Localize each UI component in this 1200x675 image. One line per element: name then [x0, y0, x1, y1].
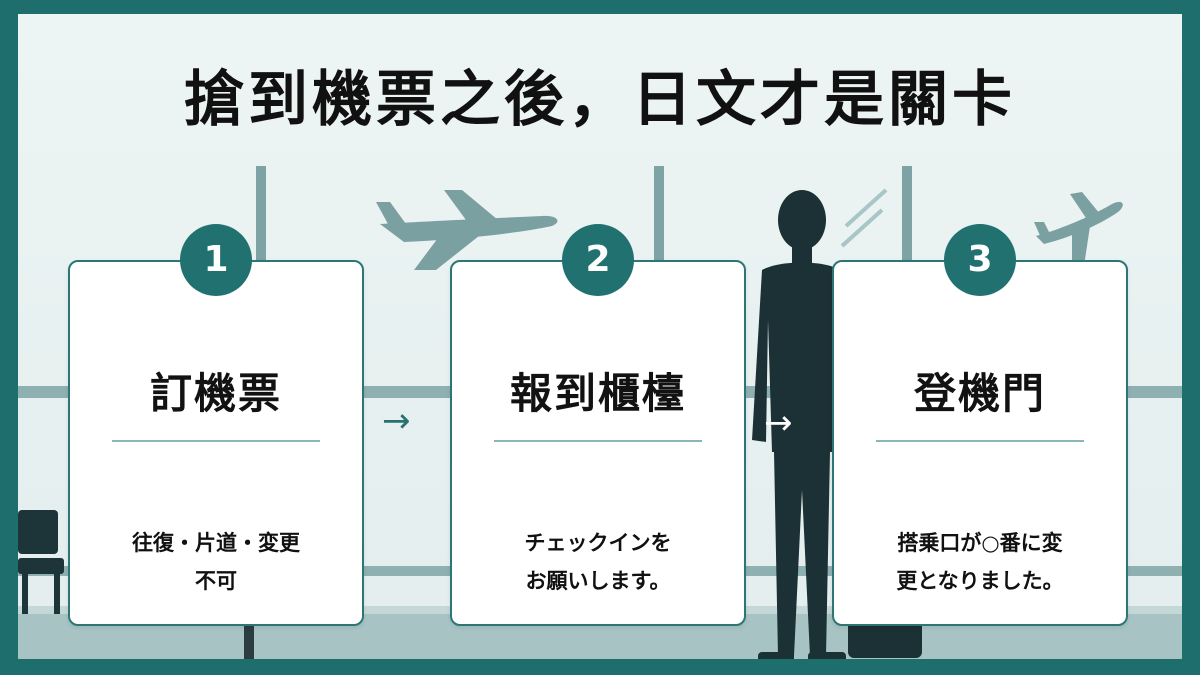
- step-description-line: 更となりました。: [896, 569, 1064, 593]
- step-title: 登機門: [913, 369, 1046, 418]
- step-description: 往復・片道・変更 不可: [90, 524, 342, 600]
- step-card-check-in: 報到櫃檯 チェックインを お願いします。: [450, 260, 746, 626]
- step-description-line: お願いします。: [525, 569, 671, 593]
- step-description: 搭乗口が○番に変 更となりました。: [854, 524, 1106, 600]
- arrow-right-icon: →: [764, 403, 793, 443]
- airport-seat-icon: [18, 510, 64, 614]
- airplane-icon: [1034, 192, 1123, 266]
- step-description: チェックインを お願いします。: [472, 524, 724, 600]
- slide-stage: 搶到機票之後，日文才是關卡 訂機票 往復・片道・変更 不可 1 →: [18, 14, 1182, 659]
- seat-leg: [244, 614, 254, 659]
- step-number-badge: 2: [562, 224, 634, 296]
- step-title: 訂機票: [149, 369, 282, 418]
- step-card-boarding-gate: 登機門 搭乗口が○番に変 更となりました。: [832, 260, 1128, 626]
- step-number-badge: 3: [944, 224, 1016, 296]
- step-description-line: 不可: [195, 569, 237, 593]
- divider: [494, 440, 702, 442]
- glass-reflection-icon: [840, 188, 888, 248]
- airplane-icon: [376, 190, 558, 270]
- page-title: 搶到機票之後，日文才是關卡: [184, 65, 1016, 135]
- arrow-right-icon: →: [382, 401, 411, 441]
- step-number-badge: 1: [180, 224, 252, 296]
- step-title: 報到櫃檯: [509, 369, 686, 418]
- step-description-line: 往復・片道・変更: [132, 531, 300, 555]
- step-card-book-ticket: 訂機票 往復・片道・変更 不可: [68, 260, 364, 626]
- person-silhouette: [752, 190, 852, 659]
- divider: [112, 440, 320, 442]
- step-description-line: 搭乗口が○番に変: [897, 531, 1063, 555]
- step-description-line: チェックインを: [524, 531, 672, 555]
- divider: [876, 440, 1084, 442]
